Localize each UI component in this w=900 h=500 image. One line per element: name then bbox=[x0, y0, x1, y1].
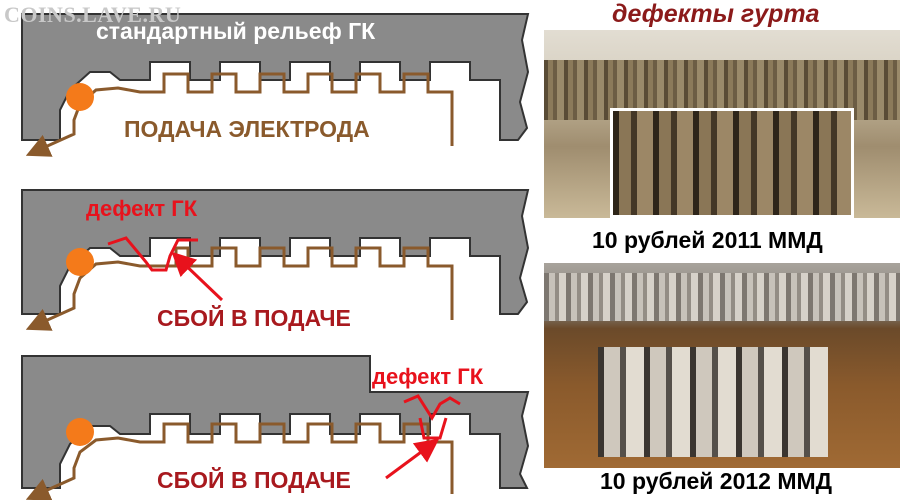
feed-failure-label-1: СБОЙ В ПОДАЧЕ bbox=[157, 305, 351, 331]
zoom-inset-2011 bbox=[610, 108, 854, 218]
standard-relief-label: стандартный рельеф ГК bbox=[96, 18, 376, 44]
defect-trace-2 bbox=[107, 236, 198, 272]
feed-failure-label-2: СБОЙ В ПОДАЧЕ bbox=[157, 467, 351, 493]
defect-label-1: дефект ГК bbox=[86, 196, 198, 221]
panel-standard bbox=[21, 13, 530, 157]
electrode-ball-2 bbox=[66, 248, 94, 276]
defect-trace-3 bbox=[403, 394, 461, 421]
panel-defect-2 bbox=[21, 355, 530, 500]
electrode-path-3 bbox=[25, 422, 454, 500]
die-shape-2 bbox=[21, 189, 530, 315]
electrode-feed-label: ПОДАЧА ЭЛЕКТРОДА bbox=[124, 116, 370, 142]
defect-arrow-2 bbox=[171, 251, 224, 302]
edge-defects-title: дефекты гурта bbox=[612, 0, 820, 28]
coin-edge-photo-2011 bbox=[544, 30, 900, 218]
photo-caption-2012: 10 рублей 2012 ММД bbox=[600, 468, 833, 494]
zoom-inset-2012 bbox=[598, 347, 828, 457]
electrode-ball-1 bbox=[66, 83, 94, 111]
die-shape-1 bbox=[21, 13, 530, 141]
defect-spike-3 bbox=[418, 417, 448, 440]
electrode-ball-3 bbox=[66, 418, 94, 446]
defect-arrow-3 bbox=[385, 438, 440, 480]
electrode-path-2 bbox=[25, 246, 454, 331]
defect-label-2: дефект ГК bbox=[372, 364, 484, 389]
panel-defect-1 bbox=[21, 189, 530, 331]
photo-caption-2011: 10 рублей 2011 ММД bbox=[592, 227, 823, 253]
electrode-path-1 bbox=[25, 72, 454, 157]
watermark-text: COINS.LAVE.RU bbox=[4, 2, 182, 27]
coin-edge-photo-2012 bbox=[544, 263, 900, 468]
